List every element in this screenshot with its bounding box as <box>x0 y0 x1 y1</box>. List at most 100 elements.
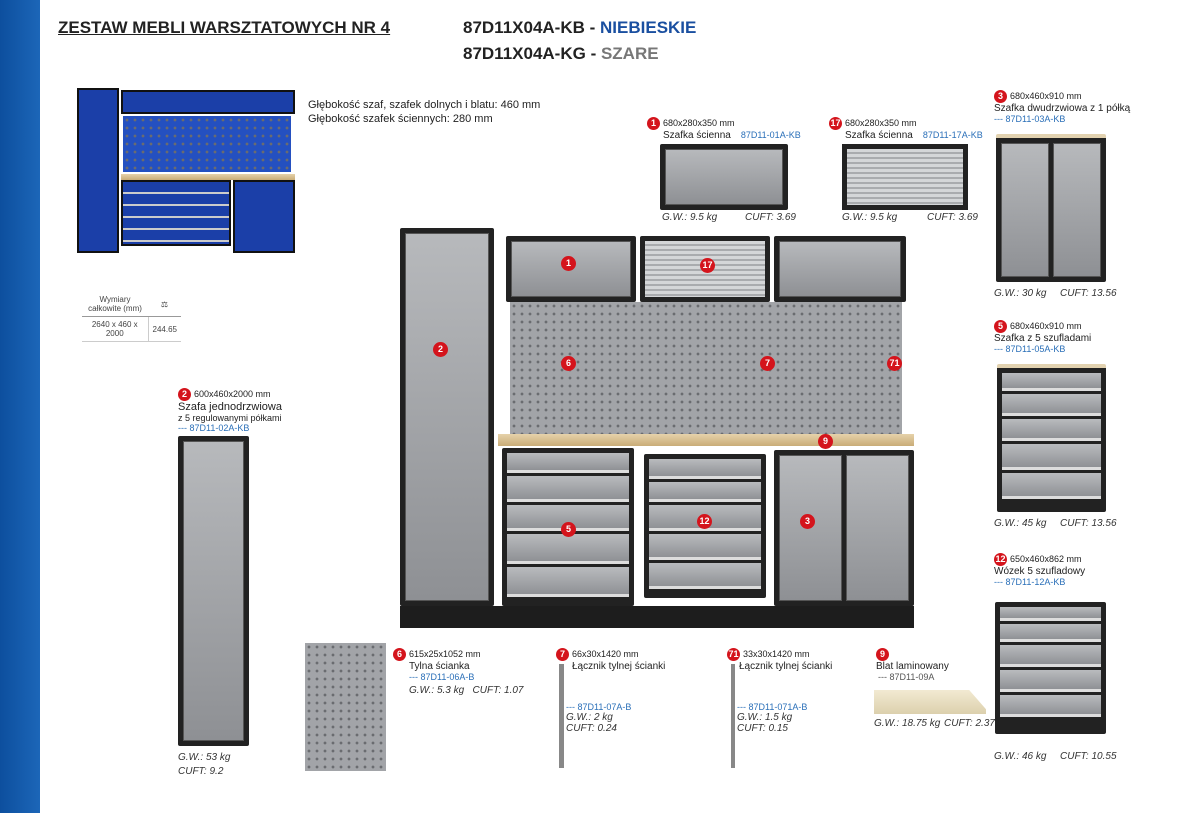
dims_table-header: Wymiary całkowite (mm) <box>82 292 148 317</box>
items-i6-size: 615x25x1052 mm <box>409 648 481 659</box>
item-9-cuft: CUFT: 2.37 <box>944 718 995 729</box>
items-i9-code: --- 87D11-09A <box>878 672 935 682</box>
item-9-weight: G.W.: 18.75 kg <box>874 718 941 729</box>
items-i2-num: 2 <box>178 388 191 401</box>
item-5-weight: G.W.: 45 kg <box>994 518 1047 529</box>
items-i2-name: Szafa jednodrzwiowa <box>178 401 282 413</box>
assembly_markers-m3: 3 <box>800 514 815 529</box>
items-i2-name2: z 5 regulowanymi półkami <box>178 413 282 423</box>
page-title: ZESTAW MEBLI WARSZTATOWYCH NR 4 <box>58 18 391 37</box>
items-i5-name: Szafka z 5 szufladami <box>994 333 1092 344</box>
item-2-cabinet-image <box>178 436 249 746</box>
assembly_markers-m12: 12 <box>697 514 712 529</box>
assembly_markers-m71: 71 <box>887 356 902 371</box>
items-i71-code: --- 87D11-071A-B <box>737 702 808 712</box>
items-i12-size: 650x460x862 mm <box>1010 553 1082 564</box>
item-2-cuft: CUFT: 9.2 <box>178 766 224 777</box>
variant-blue: 87D11X04A-KB - NIEBIESKIE <box>463 18 696 38</box>
item-17-cuft: CUFT: 3.69 <box>927 212 978 223</box>
items-i3-name: Szafka dwudrzwiowa z 1 półką <box>994 103 1131 114</box>
assembly_markers-m7: 7 <box>760 356 775 371</box>
items-i1-name: Szafka ścienna <box>663 130 731 141</box>
assembly_markers-m17: 17 <box>700 258 715 273</box>
item-17-image <box>842 144 968 210</box>
dims_table-value: 2640 x 460 x 2000 <box>82 316 148 342</box>
items-i71-cuft: CUFT: 0.15 <box>737 723 788 734</box>
items-i12-num: 12 <box>994 553 1007 566</box>
header-variant1_color: NIEBIESKIE <box>600 18 697 37</box>
item-9-worktop-image <box>874 690 986 714</box>
blue-set-thumbnail <box>77 88 295 256</box>
items-i12-code: --- 87D11-12A-KB <box>994 577 1066 587</box>
items-i1-code: 87D11-01A-KB <box>740 130 801 140</box>
assembly_markers-m5: 5 <box>561 522 576 537</box>
depth-note-2: Głębokość szafek ściennych: 280 mm <box>308 113 493 125</box>
items-i6-gw: G.W.: 5.3 kg <box>409 685 465 696</box>
items-i71-size: 33x30x1420 mm <box>743 648 810 659</box>
item-2-weight: G.W.: 53 kg <box>178 752 231 763</box>
item-6-pegboard-image <box>305 643 386 771</box>
item-5-image <box>997 364 1106 512</box>
items-i3-size: 680x460x910 mm <box>1010 90 1082 101</box>
items-i3-code: --- 87D11-03A-KB <box>994 114 1066 124</box>
items-i17-size: 680x280x350 mm <box>845 117 917 128</box>
item-3-cuft: CUFT: 13.56 <box>1060 288 1117 299</box>
dims_table-weight: 244.65 <box>147 316 181 342</box>
assembly_markers-m6: 6 <box>561 356 576 371</box>
item-1-weight: G.W.: 9.5 kg <box>662 212 718 223</box>
item-17-weight: G.W.: 9.5 kg <box>842 212 898 223</box>
item-7-connector-image <box>559 664 564 768</box>
items-i17-code: 87D11-17A-KB <box>922 130 983 140</box>
items-i6-name: Tylna ścianka <box>409 661 470 672</box>
item-9-info: 9 Blat laminowany --- 87D11-09A <box>876 648 949 682</box>
item-71-connector-image <box>731 664 735 768</box>
items-i7-code: --- 87D11-07A-B <box>566 702 632 712</box>
items-i6-cuft: CUFT: 1.07 <box>472 685 524 696</box>
depth-note-1: Głębokość szaf, szafek dolnych i blatu: … <box>308 99 541 111</box>
items-i5-code: --- 87D11-05A-KB <box>994 344 1066 354</box>
item-12-image <box>995 602 1106 734</box>
items-i1-num: 1 <box>647 117 660 130</box>
items-i5-size: 680x460x910 mm <box>1010 320 1082 331</box>
items-i17-num: 17 <box>829 117 842 130</box>
items-i5-num: 5 <box>994 320 1007 333</box>
variant-grey: 87D11X04A-KG - SZARE <box>463 44 659 64</box>
items-i7-gw: G.W.: 2 kg <box>566 712 613 723</box>
assembly_markers-m1: 1 <box>561 256 576 271</box>
items-i3-num: 3 <box>994 90 1007 103</box>
item-1-image <box>660 144 788 210</box>
assembly_markers-m9: 9 <box>818 434 833 449</box>
items-i71-num: 71 <box>727 648 740 661</box>
weight-icon: ⚖ <box>148 292 181 317</box>
items-i71-gw: G.W.: 1.5 kg <box>737 712 793 723</box>
items-i7-num: 7 <box>556 648 569 661</box>
items-i12-name: Wózek 5 szufladowy <box>994 566 1086 577</box>
main-assembly-image: 1 17 2 6 7 71 9 5 12 3 <box>400 228 916 630</box>
header-variant2_code: 87D11X04A-KG - <box>463 44 601 63</box>
items-i9-name: Blat laminowany <box>876 661 949 672</box>
item-3-weight: G.W.: 30 kg <box>994 288 1047 299</box>
dimensions-table: Wymiary całkowite (mm)⚖ 2640 x 460 x 200… <box>82 292 181 342</box>
header-variant2_color: SZARE <box>600 44 659 63</box>
items-i71-name: Łącznik tylnej ścianki <box>739 661 833 672</box>
items-i2-size: 600x460x2000 mm <box>194 388 271 399</box>
blue-side-bar <box>0 0 40 813</box>
item-5-cuft: CUFT: 13.56 <box>1060 518 1117 529</box>
items-i9-num: 9 <box>876 648 889 661</box>
item-3-image <box>996 134 1106 282</box>
assembly_markers-m2: 2 <box>433 342 448 357</box>
items-i7-size: 66x30x1420 mm <box>572 648 639 659</box>
item-1-cuft: CUFT: 3.69 <box>745 212 796 223</box>
header-variant1_code: 87D11X04A-KB - <box>463 18 601 37</box>
items-i17-name: Szafka ścienna <box>845 130 913 141</box>
items-i1-size: 680x280x350 mm <box>663 117 735 128</box>
